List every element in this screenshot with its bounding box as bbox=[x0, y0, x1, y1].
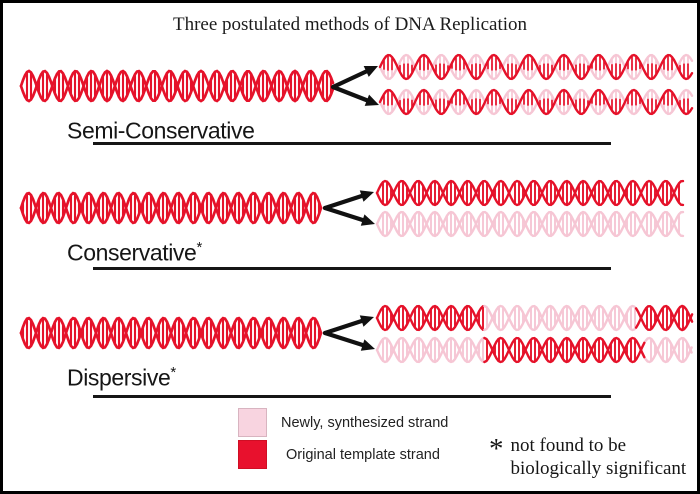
semi-conservative-product-helix-1 bbox=[378, 53, 694, 81]
diagram-title: Three postulated methods of DNA Replicat… bbox=[172, 14, 528, 35]
footnote-line2: biologically significant bbox=[510, 458, 687, 480]
section-label-text: Semi-Conservative bbox=[67, 117, 255, 144]
dispersive-original-helix bbox=[19, 316, 323, 350]
dispersive-product-helix-1 bbox=[375, 304, 694, 332]
section-asterisk: * bbox=[170, 364, 177, 381]
conservative-product-helix-2 bbox=[375, 210, 685, 238]
legend-item-original-strand: Original template strand bbox=[238, 440, 448, 469]
legend-label-original-strand: Original template strand bbox=[286, 446, 440, 463]
semi-conservative-product-helix-2 bbox=[378, 88, 694, 116]
section-art-semi-conservative bbox=[19, 53, 694, 116]
legend: Newly, synthesized strand Original templ… bbox=[238, 408, 448, 472]
conservative-arrows bbox=[322, 190, 375, 226]
conservative-product-helix-1 bbox=[375, 179, 685, 207]
dispersive-product-helix-2 bbox=[375, 336, 693, 364]
section-art-dispersive bbox=[19, 304, 694, 364]
section-label-text: Conservative bbox=[67, 239, 197, 266]
conservative-original-helix bbox=[19, 191, 323, 225]
semi-conservative-arrows bbox=[330, 66, 379, 106]
legend-item-new-strand: Newly, synthesized strand bbox=[238, 408, 448, 437]
dispersive-arrows bbox=[322, 315, 375, 351]
section-asterisk: * bbox=[196, 239, 203, 256]
section-art-conservative bbox=[19, 179, 685, 238]
section-underline-conservative bbox=[93, 267, 611, 270]
legend-swatch-original-strand bbox=[238, 440, 267, 469]
footnote-line1: not found to be bbox=[510, 435, 627, 456]
section-label-text: Dispersive bbox=[67, 364, 171, 391]
section-underline-dispersive bbox=[93, 395, 611, 398]
section-underline-semi-conservative bbox=[93, 142, 611, 145]
legend-swatch-new-strand bbox=[238, 408, 267, 437]
section-label-conservative: Conservative* bbox=[67, 239, 202, 267]
section-label-semi-conservative: Semi-Conservative bbox=[67, 117, 255, 145]
legend-label-new-strand: Newly, synthesized strand bbox=[281, 414, 449, 431]
semi-conservative-original-helix bbox=[19, 69, 335, 103]
footnote-text: not found to be biologically significant bbox=[511, 434, 687, 480]
footnote: * not found to be biologically significa… bbox=[489, 433, 687, 480]
dna-replication-art bbox=[19, 53, 694, 364]
footnote-asterisk: * bbox=[489, 433, 504, 465]
section-label-dispersive: Dispersive* bbox=[67, 364, 176, 392]
